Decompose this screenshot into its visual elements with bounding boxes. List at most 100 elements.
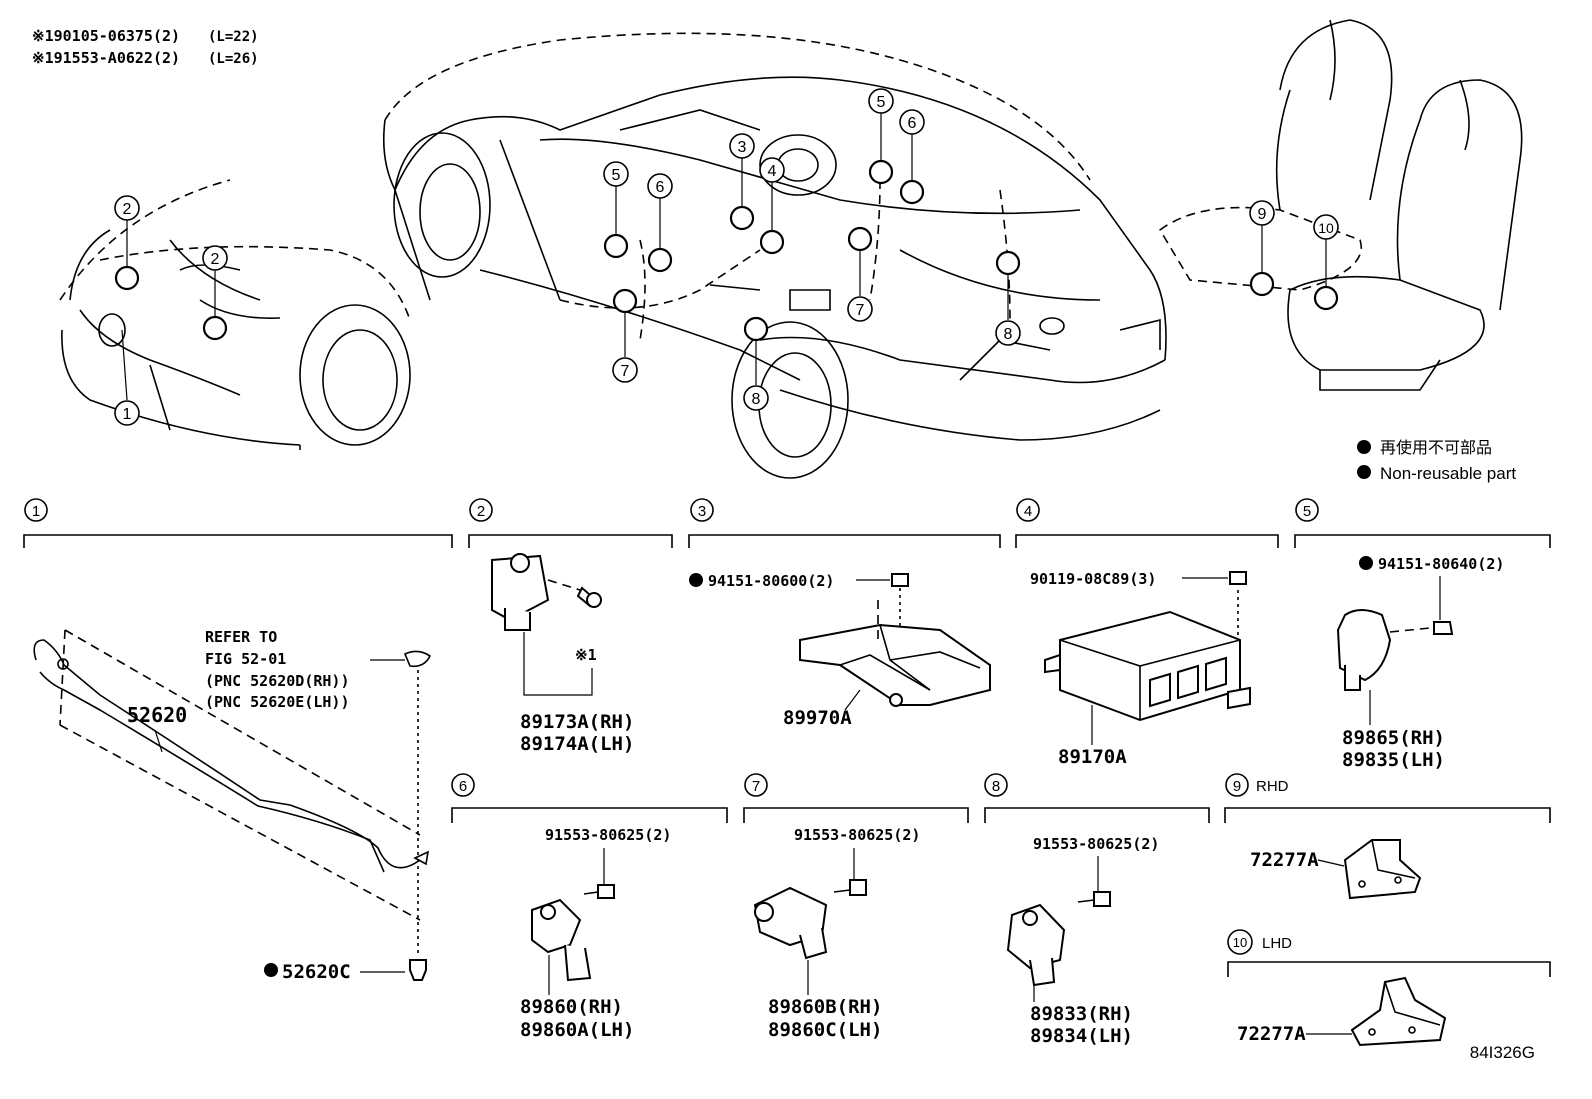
section-6-sensor: 91553-80625(2) 89860(RH) 89860A(LH) bbox=[520, 826, 671, 1041]
part-91553-80625-label: 91553-80625(2) bbox=[1033, 835, 1159, 853]
svg-text:2: 2 bbox=[477, 503, 485, 520]
refer-line-2: FIG 52-01 bbox=[205, 650, 286, 668]
section-2-header: 2 bbox=[468, 498, 673, 548]
part-89835-label: 89835(LH) bbox=[1342, 749, 1445, 771]
part-89174A-label: 89174A(LH) bbox=[520, 733, 634, 755]
part-89834-label: 89834(LH) bbox=[1030, 1025, 1133, 1047]
callout-7: 7 bbox=[612, 357, 638, 383]
section-5-sensor: 94151-80640(2) 89865(RH) 89835(LH) bbox=[1336, 555, 1504, 771]
section-4-header: 4 bbox=[1015, 498, 1279, 548]
note-marker-1: ※1 bbox=[575, 646, 597, 664]
callout-7: 7 bbox=[847, 296, 873, 322]
seats-illustration bbox=[1158, 19, 1523, 391]
section-9-header: 9 RHD bbox=[1224, 773, 1551, 823]
sensor-location-marker bbox=[759, 229, 785, 255]
callout-4: 4 bbox=[759, 157, 785, 183]
part-90119-08C89-label: 90119-08C89(3) bbox=[1030, 570, 1156, 588]
figure-code: 84I326G bbox=[1470, 1043, 1535, 1062]
callout-2: 2 bbox=[114, 195, 140, 221]
svg-text:8: 8 bbox=[992, 778, 1000, 795]
sensor-location-marker bbox=[729, 205, 755, 231]
callout-2: 2 bbox=[202, 245, 228, 271]
non-reusable-dot-icon bbox=[264, 963, 278, 977]
part-89860A-label: 89860A(LH) bbox=[520, 1019, 634, 1041]
sensor-location-marker bbox=[743, 316, 769, 342]
svg-text:2: 2 bbox=[211, 251, 220, 268]
svg-text:6: 6 bbox=[656, 179, 665, 196]
svg-text:10: 10 bbox=[1233, 935, 1247, 950]
svg-text:2: 2 bbox=[123, 201, 132, 218]
svg-text:7: 7 bbox=[856, 302, 865, 319]
note-line-2-part: ※191553-A0622(2) bbox=[32, 49, 180, 67]
callout-8: 8 bbox=[743, 385, 769, 411]
section-10-sensor: 72277A bbox=[1237, 976, 1447, 1047]
note-line-2-length: (L=26) bbox=[208, 51, 259, 67]
section-1-harness: REFER TO FIG 52-01 (PNC 52620D(RH)) (PNC… bbox=[33, 628, 432, 983]
legend-japanese: 再使用不可部品 bbox=[1380, 439, 1492, 457]
svg-text:9: 9 bbox=[1233, 778, 1241, 795]
section-7-header: 7 bbox=[743, 773, 969, 823]
callout-10: 10 bbox=[1313, 214, 1339, 240]
svg-text:9: 9 bbox=[1258, 206, 1267, 223]
callout-3: 3 bbox=[729, 133, 755, 159]
part-89170A-label: 89170A bbox=[1058, 746, 1127, 768]
note-line-1-length: (L=22) bbox=[208, 29, 259, 45]
callout-9: 9 bbox=[1249, 200, 1275, 226]
svg-text:7: 7 bbox=[621, 363, 630, 380]
svg-text:6: 6 bbox=[908, 115, 917, 132]
section-4-ecu: 90119-08C89(3) 89170A bbox=[1030, 570, 1251, 768]
part-89860B-label: 89860B(RH) bbox=[768, 996, 882, 1018]
svg-text:6: 6 bbox=[459, 778, 467, 795]
section-7-sensor: 91553-80625(2) 89860B(RH) 89860C(LH) bbox=[753, 826, 920, 1041]
refer-line-3: (PNC 52620D(RH)) bbox=[205, 672, 350, 690]
part-72277A-label: 72277A bbox=[1250, 849, 1319, 871]
part-94151-80600-label: 94151-80600(2) bbox=[708, 572, 834, 590]
svg-text:5: 5 bbox=[612, 167, 621, 184]
sensor-location-marker bbox=[868, 159, 894, 185]
callout-6: 6 bbox=[899, 109, 925, 135]
callout-5: 5 bbox=[868, 88, 894, 114]
sensor-location-marker bbox=[847, 226, 873, 252]
callout-5: 5 bbox=[603, 161, 629, 187]
svg-text:10: 10 bbox=[1318, 220, 1334, 236]
part-89833-label: 89833(RH) bbox=[1030, 1003, 1133, 1025]
svg-text:5: 5 bbox=[877, 94, 886, 111]
section-3-bracket: 94151-80600(2) 89970A bbox=[689, 572, 991, 729]
part-89173A-label: 89173A(RH) bbox=[520, 711, 634, 733]
part-72277A-label: 72277A bbox=[1237, 1023, 1306, 1045]
section-9-sensor: 72277A bbox=[1250, 839, 1422, 900]
sensor-location-marker bbox=[899, 179, 925, 205]
section-1-header: 1 bbox=[23, 498, 453, 548]
svg-text:1: 1 bbox=[32, 503, 40, 520]
section-9-tag: RHD bbox=[1256, 778, 1289, 795]
non-reusable-dot-icon bbox=[1359, 556, 1373, 570]
front-bumper-illustration bbox=[59, 179, 411, 450]
sensor-location-marker bbox=[1249, 271, 1275, 297]
section-10-tag: LHD bbox=[1262, 935, 1292, 952]
part-91553-80625-label: 91553-80625(2) bbox=[794, 826, 920, 844]
section-3-header: 3 bbox=[688, 498, 1001, 548]
sensor-location-marker bbox=[647, 247, 673, 273]
refer-line-1: REFER TO bbox=[205, 628, 277, 646]
refer-line-4: (PNC 52620E(LH)) bbox=[205, 693, 350, 711]
part-89860-label: 89860(RH) bbox=[520, 996, 623, 1018]
non-reusable-dot-icon bbox=[689, 573, 703, 587]
section-8-header: 8 bbox=[984, 773, 1210, 823]
callout-8: 8 bbox=[995, 320, 1021, 346]
legend: 再使用不可部品 Non-reusable part bbox=[1357, 439, 1516, 483]
section-2-sensor: ※1 89173A(RH) 89174A(LH) bbox=[491, 553, 634, 755]
svg-text:7: 7 bbox=[752, 778, 760, 795]
section-8-sensor: 91553-80625(2) 89833(RH) 89834(LH) bbox=[1006, 835, 1159, 1047]
sensor-location-marker bbox=[995, 250, 1021, 276]
non-reusable-dot-icon bbox=[1357, 440, 1371, 454]
sensor-location-marker bbox=[612, 288, 638, 314]
non-reusable-dot-icon bbox=[1357, 465, 1371, 479]
vehicle-body-illustration bbox=[382, 32, 1167, 479]
part-52620C-label: 52620C bbox=[282, 961, 351, 983]
section-5-header: 5 bbox=[1294, 498, 1551, 548]
sensor-location-marker bbox=[114, 265, 140, 291]
fastener-notes: ※190105-06375(2) (L=22) ※191553-A0622(2)… bbox=[32, 27, 259, 67]
svg-text:3: 3 bbox=[698, 503, 706, 520]
svg-text:1: 1 bbox=[123, 406, 132, 423]
